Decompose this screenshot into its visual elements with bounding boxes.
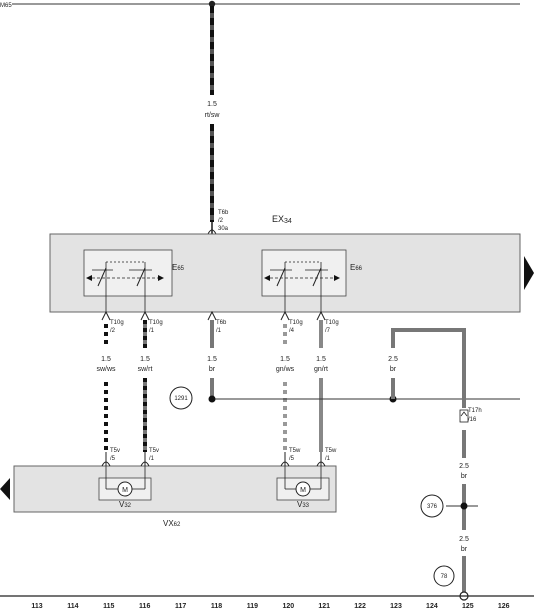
wire-rt-sw-cross-section: 1.5	[207, 101, 217, 108]
grid-labels: 113 114 115 116 117 118 119 120 121 122 123 124 125 1…	[31, 603, 509, 610]
wire-sw-ws-color: sw/ws	[96, 366, 116, 373]
wire-sw-rt-color: sw/rt	[138, 366, 153, 373]
grid-number: 121	[318, 603, 330, 610]
grid-number: 114	[67, 603, 78, 610]
connector-t5w-1-id: T5w	[325, 448, 337, 454]
wire-br-2-5-cross-section-lower: 2.5	[459, 463, 469, 470]
e66-arrow-right-icon	[334, 275, 340, 281]
connector-t5v-1-id: T5v	[149, 448, 159, 454]
ref-376	[420, 494, 444, 518]
connector-t5w-5-pin: /5	[289, 456, 295, 462]
top-bus-label: M65	[0, 3, 12, 9]
wire-rt-sw	[207, 6, 217, 235]
wire-gn-ws-cross-section: 1.5	[280, 356, 290, 363]
wire-br-2-5-cross-section: 2.5	[388, 356, 398, 363]
connector-t10g-1-pin: /1	[149, 328, 155, 334]
ref-376-label: 376	[427, 504, 438, 510]
ex34-connector-arrows	[101, 310, 326, 321]
v32-motor-icon	[117, 481, 133, 497]
vx62-connector-arrows	[101, 452, 326, 467]
wire-br-2-5-color: br	[390, 366, 397, 373]
connector-t10g-1-id: T10g	[149, 320, 163, 326]
connector-t10g-7-pin: /7	[325, 328, 331, 334]
connector-t10g-4-id: T10g	[289, 320, 303, 326]
grid-number: 116	[139, 603, 150, 610]
wire-br-cross-section: 1.5	[207, 356, 217, 363]
grid-number: 126	[498, 603, 510, 610]
continuation-arrow-left-icon	[0, 478, 10, 500]
connector-t6b-2-pin: /2	[218, 218, 224, 224]
e66-switch	[261, 249, 347, 312]
ref-1291-label: 1291	[174, 396, 188, 402]
wire-br-2-5-color-lower: br	[461, 473, 468, 480]
e66-label: E66	[350, 263, 363, 272]
v32-label: V32	[119, 500, 132, 509]
connector-t10g-2-pin: /2	[110, 328, 116, 334]
connector-t6b-1-id: T6b	[216, 320, 227, 326]
continuation-arrow-right-icon	[524, 256, 534, 290]
top-bus: M65	[0, 0, 520, 9]
connector-t5v-5-id: T5v	[110, 448, 120, 454]
connector-t6b-2-id: T6b	[218, 210, 229, 216]
connector-terminal-30a: 30a	[218, 226, 229, 232]
v33-motor-symbol: M	[300, 487, 306, 494]
grid-number: 113	[31, 603, 42, 610]
v32-motor-symbol: M	[122, 487, 128, 494]
e66-arrow-left-icon	[264, 275, 270, 281]
wire-br-color: br	[209, 366, 216, 373]
connector-t5v-1-pin: /1	[149, 456, 155, 462]
grid-number: 118	[211, 603, 222, 610]
v33-motor	[276, 466, 330, 501]
connector-t10g-7-id: T10g	[325, 320, 339, 326]
wire-sw-rt-cross-section: 1.5	[140, 356, 150, 363]
wire-br-2-5-color-bottom: br	[461, 546, 468, 553]
connector-t17h-id: T17h	[468, 408, 482, 414]
wire-gn-rt-color: gn/rt	[314, 366, 328, 373]
connector-t10g-4-pin: /4	[289, 328, 295, 334]
grid-number: 123	[390, 603, 402, 610]
junction-376	[446, 502, 478, 510]
grid-number: 119	[247, 603, 258, 610]
connector-t5w-5-id: T5w	[289, 448, 301, 454]
connector-t17h	[459, 409, 469, 423]
grid-number: 115	[103, 603, 114, 610]
wire-gn-rt-cross-section: 1.5	[316, 356, 326, 363]
connector-t6b-1-pin: /1	[216, 328, 222, 334]
e65-label: E65	[172, 263, 185, 272]
grid-number: 117	[175, 603, 186, 610]
wire-br-2-5-cross-section-bottom: 2.5	[459, 536, 469, 543]
top-junction-dot	[208, 0, 216, 8]
ex34-label: EX34	[272, 214, 292, 225]
connector-t10g-2-id: T10g	[110, 320, 124, 326]
grid-number: 125	[462, 603, 474, 610]
ground-junction-dot-left	[208, 395, 216, 403]
ref-78	[433, 565, 455, 587]
wire-rt-sw-color: rt/sw	[205, 112, 221, 119]
grid-number: 124	[426, 603, 438, 610]
ref-1291	[169, 386, 193, 410]
grid-number: 120	[282, 603, 294, 610]
e65-switch	[83, 249, 173, 312]
connector-t5w-1-pin: /1	[325, 456, 331, 462]
wire-br-2-5	[391, 328, 466, 592]
v32-motor	[98, 466, 152, 501]
connector-t17h-pin: /16	[468, 417, 477, 423]
wire-gn-ws-color: gn/ws	[276, 366, 295, 373]
connector-t5v-5-pin: /5	[110, 456, 116, 462]
ground-bus	[208, 395, 520, 403]
e65-arrow-left-icon	[86, 275, 92, 281]
ref-78-label: 78	[441, 574, 448, 580]
v33-motor-icon	[295, 481, 311, 497]
v33-label: V33	[297, 500, 310, 509]
vx62-label: VX62	[163, 519, 181, 528]
grid-number: 122	[354, 603, 366, 610]
e65-arrow-right-icon	[158, 275, 164, 281]
wire-sw-ws-cross-section: 1.5	[101, 356, 111, 363]
